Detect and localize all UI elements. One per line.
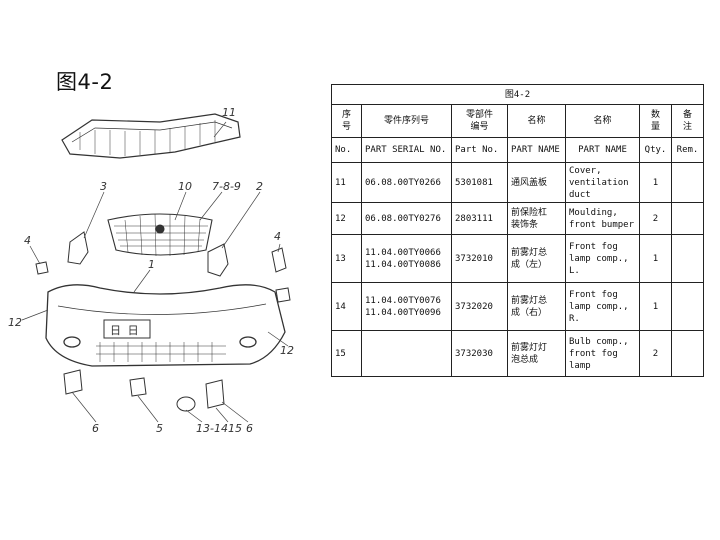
callout-4-left: 4 <box>24 234 31 247</box>
callout-2: 2 <box>256 180 263 193</box>
row-rem <box>671 234 704 283</box>
header-row-en: No. PART SERIAL NO. Part No. PART NAME P… <box>331 137 704 163</box>
row-name-en: Moulding, front bumper <box>565 202 640 235</box>
row-name-cn: 通风盖板 <box>507 162 566 203</box>
callout-6-right: 6 <box>246 422 253 435</box>
row-no: 13 <box>331 234 362 283</box>
row-serial <box>361 330 452 377</box>
table-row: 14 11.04.00TY0076 11.04.00TY0096 3732020… <box>331 282 704 331</box>
row-name-cn: 前保险杠 装饰条 <box>507 202 566 235</box>
header-part-no-cn: 零部件 编号 <box>451 104 508 138</box>
part-11-cover-ventilation-duct <box>61 113 241 159</box>
table-caption: 图4-2 <box>331 84 704 105</box>
row-part-no: 3732020 <box>451 282 508 331</box>
callout-5: 5 <box>156 422 163 435</box>
row-qty: 1 <box>639 234 672 283</box>
page-title: 图4-2 <box>56 70 114 94</box>
callout-3: 3 <box>100 180 107 193</box>
row-name-cn: 前雾灯总 成（左） <box>507 234 566 283</box>
part-3-bracket <box>67 231 89 265</box>
part-6-bracket-right <box>205 379 225 409</box>
row-name-en: Cover, ventilation duct <box>565 162 640 203</box>
row-name-en: Front fog lamp comp., R. <box>565 282 640 331</box>
callout-15: 15 <box>228 422 242 435</box>
part-5-bracket <box>129 377 147 397</box>
callout-6-left: 6 <box>92 422 99 435</box>
svg-text:日 日: 日 日 <box>110 324 139 337</box>
table-row: 11 06.08.00TY0266 5301081 通风盖板 Cover, ve… <box>331 162 704 203</box>
header-rem-en: Rem. <box>671 137 704 163</box>
header-serial-cn: 零件序列号 <box>361 104 452 138</box>
header-no-en: No. <box>331 137 362 163</box>
row-name-en: Bulb comp., front fog lamp <box>565 330 640 377</box>
row-qty: 2 <box>639 330 672 377</box>
part-2-bracket <box>207 243 229 277</box>
callout-leaders <box>21 121 289 423</box>
header-part-no-en: Part No. <box>451 137 508 163</box>
header-row-cn: 序 号 零件序列号 零部件 编号 名称 名称 数 量 备 注 <box>331 104 704 138</box>
table-row: 15 3732030 前雾灯灯 泡总成 Bulb comp., front fo… <box>331 330 704 377</box>
row-serial: 06.08.00TY0276 <box>361 202 452 235</box>
row-rem <box>671 202 704 235</box>
row-serial: 11.04.00TY0076 11.04.00TY0096 <box>361 282 452 331</box>
row-rem <box>671 162 704 203</box>
exploded-parts-figure: 日 日 11 10 7-8-9 2 3 4 4 1 <box>8 106 294 435</box>
row-part-no: 5301081 <box>451 162 508 203</box>
row-name-cn: 前雾灯灯 泡总成 <box>507 330 566 377</box>
row-no: 15 <box>331 330 362 377</box>
part-1-front-bumper: 日 日 <box>45 284 286 367</box>
part-4-clip-left <box>35 261 49 275</box>
header-no-cn: 序 号 <box>331 104 362 138</box>
callout-10: 10 <box>178 180 192 193</box>
header-serial-en: PART SERIAL NO. <box>361 137 452 163</box>
row-name-cn: 前雾灯总 成（右） <box>507 282 566 331</box>
header-name-en: PART NAME <box>565 137 640 163</box>
row-rem <box>671 330 704 377</box>
header-qty-cn: 数 量 <box>639 104 672 138</box>
header-rem-cn: 备 注 <box>671 104 704 138</box>
callout-11: 11 <box>222 106 236 119</box>
part-6-bracket-left <box>63 369 83 395</box>
row-qty: 2 <box>639 202 672 235</box>
row-serial: 11.04.00TY0066 11.04.00TY0086 <box>361 234 452 283</box>
callout-7-8-9: 7-8-9 <box>212 180 241 193</box>
row-no: 12 <box>331 202 362 235</box>
row-part-no: 3732030 <box>451 330 508 377</box>
table-row: 13 11.04.00TY0066 11.04.00TY0086 3732010… <box>331 234 704 283</box>
callout-4-right: 4 <box>274 230 281 243</box>
part-10-grille <box>107 213 213 257</box>
callout-12-left: 12 <box>8 316 22 329</box>
callout-13-14: 13-14 <box>196 422 228 435</box>
header-name-cn-en: PART NAME <box>507 137 566 163</box>
table-row: 12 06.08.00TY0276 2803111 前保险杠 装饰条 Mould… <box>331 202 704 235</box>
part-4-clip-right <box>271 247 291 303</box>
callout-12-right: 12 <box>280 344 294 357</box>
part-13-14-fog-lamp <box>176 396 196 412</box>
callout-1: 1 <box>148 258 155 271</box>
row-qty: 1 <box>639 282 672 331</box>
row-no: 11 <box>331 162 362 203</box>
row-qty: 1 <box>639 162 672 203</box>
header-qty-en: Qty. <box>639 137 672 163</box>
row-name-en: Front fog lamp comp., L. <box>565 234 640 283</box>
parts-table: 图4-2 序 号 零件序列号 零部件 编号 名称 名称 数 量 备 注 No. … <box>331 84 704 377</box>
row-part-no: 2803111 <box>451 202 508 235</box>
row-no: 14 <box>331 282 362 331</box>
row-rem <box>671 282 704 331</box>
header-name-cn: 名称 <box>507 104 566 138</box>
row-part-no: 3732010 <box>451 234 508 283</box>
header-name-en-cn: 名称 <box>565 104 640 138</box>
row-serial: 06.08.00TY0266 <box>361 162 452 203</box>
